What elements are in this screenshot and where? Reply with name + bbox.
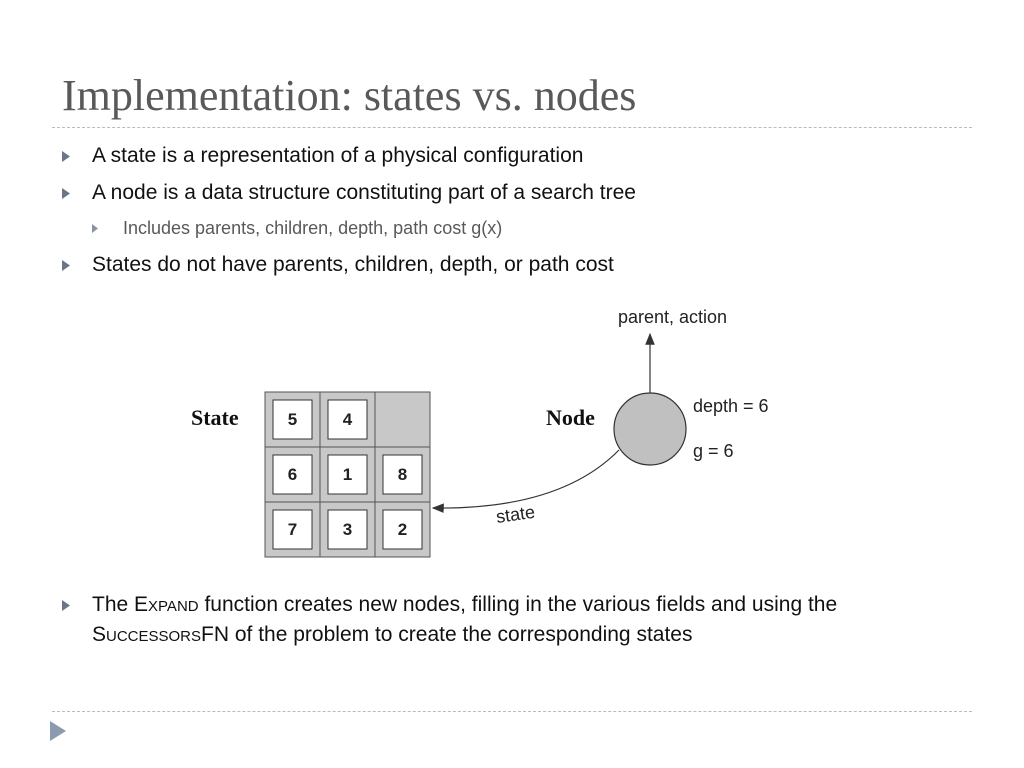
eight-puzzle-grid: 5 4 6 1 8 7 3 2 (264, 391, 431, 558)
tile-5 (382, 454, 423, 495)
state-arrow (431, 449, 620, 513)
footer-divider (52, 711, 972, 712)
triangle-right-icon (62, 590, 76, 620)
slide-title: Implementation: states vs. nodes (62, 71, 637, 120)
g-cost-label: g = 6 (693, 441, 734, 461)
expand-function-name: Expand (134, 593, 199, 616)
tile-number: 6 (288, 465, 297, 484)
tile-6 (272, 509, 313, 550)
triangle-right-icon (62, 178, 76, 208)
tile-4 (327, 454, 368, 495)
bullet-text: A state is a representation of a physica… (92, 144, 584, 167)
play-arrow-icon[interactable] (50, 721, 66, 746)
triangle-right-icon (92, 215, 98, 241)
tile-3 (272, 454, 313, 495)
sub-bullet-text: Includes parents, children, depth, path … (123, 218, 503, 238)
bullet-text: A node is a data structure constituting … (92, 181, 636, 204)
tile-number: 1 (343, 465, 352, 484)
state-arrow-label: state (495, 502, 536, 527)
tile-number: 4 (343, 410, 353, 429)
triangle-right-icon (62, 141, 76, 171)
tile-7 (327, 509, 368, 550)
bullet-text: The Expand function creates new nodes, f… (92, 593, 838, 646)
title-divider (52, 127, 972, 128)
triangle-right-icon (62, 250, 76, 280)
node-label: Node (546, 405, 595, 430)
tile-1 (327, 399, 368, 440)
tile-number: 3 (343, 520, 352, 539)
tile-number: 7 (288, 520, 297, 539)
state-label: State (191, 405, 239, 430)
tile-0 (272, 399, 313, 440)
tile-number: 8 (398, 465, 407, 484)
parent-action-label: parent, action (618, 307, 727, 327)
tile-8 (382, 509, 423, 550)
bullet-text: States do not have parents, children, de… (92, 253, 614, 276)
node-circle (613, 392, 687, 466)
successors-function-name: Successors (92, 623, 202, 646)
tile-number: 2 (398, 520, 407, 539)
depth-label: depth = 6 (693, 396, 769, 416)
tile-number: 5 (288, 410, 297, 429)
